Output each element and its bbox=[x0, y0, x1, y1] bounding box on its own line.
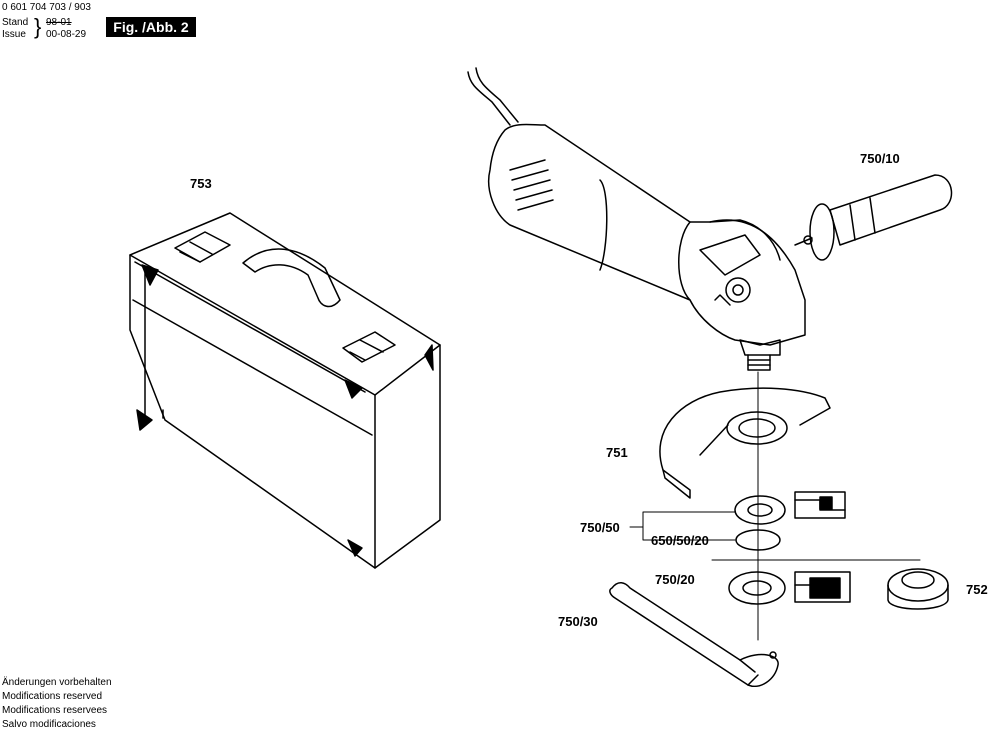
part-label-752: 752 bbox=[966, 582, 988, 597]
part-label-750-20: 750/20 bbox=[655, 572, 695, 587]
clamping-nut-750-20 bbox=[728, 571, 786, 605]
footer-note-de: Änderungen vorbehalten bbox=[2, 677, 112, 688]
drawing-number: 0 601 704 703 / 903 bbox=[2, 2, 91, 13]
part-label-750-10: 750/10 bbox=[860, 151, 900, 166]
part-label-753: 753 bbox=[190, 176, 212, 191]
footer-note-en: Modifications reserved bbox=[2, 691, 103, 702]
spanner-wrench bbox=[609, 582, 779, 687]
footer-note-es: Salvo modificaciones bbox=[2, 719, 96, 730]
footer-note-fr: Modifications reservees bbox=[2, 705, 108, 716]
part-label-751: 751 bbox=[606, 445, 628, 460]
issue-value: 00-08-29 bbox=[46, 29, 87, 40]
stand-label: Stand bbox=[2, 17, 29, 28]
figure-badge: Fig. /Abb. 2 bbox=[106, 17, 196, 37]
part-label-750-30: 750/30 bbox=[558, 614, 598, 629]
wheel-guard bbox=[659, 387, 831, 499]
flange-750-50 bbox=[734, 495, 786, 525]
brace-glyph: } bbox=[34, 14, 42, 39]
carrying-case bbox=[129, 212, 441, 569]
side-handle bbox=[794, 174, 953, 261]
stand-value: 98-01 bbox=[46, 17, 72, 28]
profile-symbol-nut bbox=[794, 571, 851, 603]
part-label-650-50-20: 650/50/20 bbox=[651, 533, 709, 548]
profile-symbol-flange bbox=[794, 491, 846, 519]
quick-nut-752 bbox=[887, 568, 949, 610]
issue-label: Issue bbox=[2, 29, 26, 40]
angle-grinder bbox=[467, 67, 806, 371]
part-label-750-50: 750/50 bbox=[580, 520, 620, 535]
